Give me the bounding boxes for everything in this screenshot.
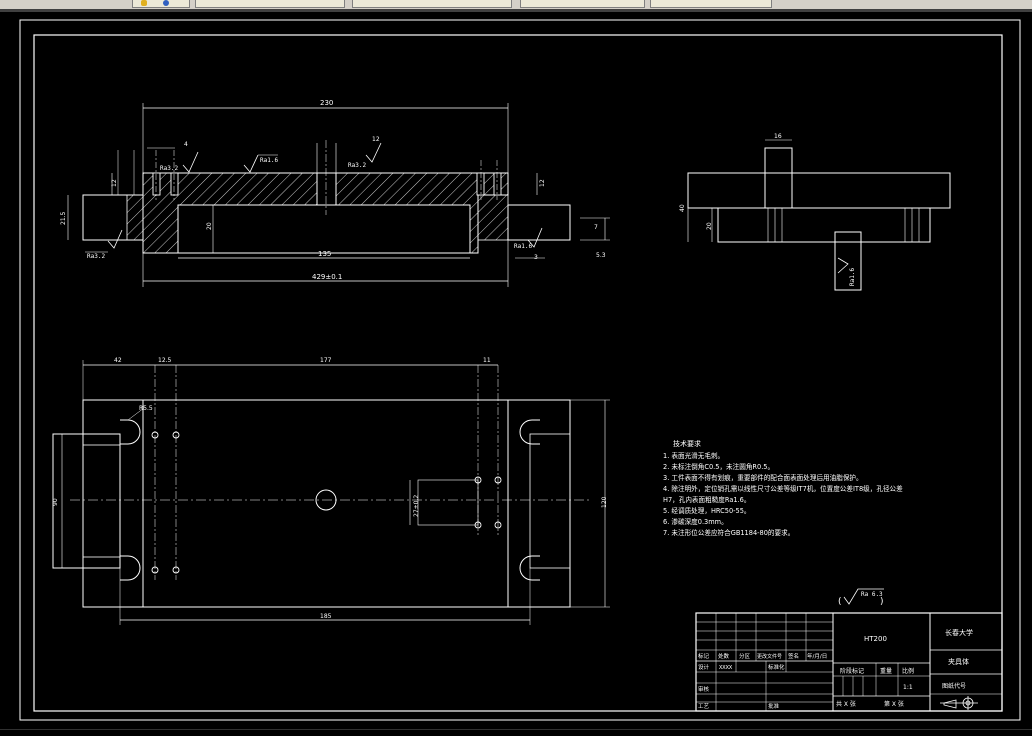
dim-top-12-5: 12.5 (158, 357, 172, 364)
roughness-symbol: Ra1.6 (512, 227, 543, 250)
row-label: 年/月/日 (807, 652, 827, 660)
tech-item: H7，孔内表面粗糙度Ra1.6。 (663, 495, 750, 504)
scale-label: 比例 (902, 667, 914, 675)
dim-small-left: 4 (184, 141, 188, 148)
design-label: 设计 (698, 663, 710, 671)
tech-item: 2. 未标注倒角C0.5，未注圆角R0.5。 (663, 462, 774, 471)
roughness-side: Ra1.6 (849, 268, 856, 286)
weight-label: 重量 (880, 667, 892, 675)
dim-top-r5-5: R5.5 (139, 405, 153, 412)
title-block-text: HT200 长春大学 夹具体 图纸代号 阶段标记 重量 比例 1:1 标记 处数… (698, 628, 978, 710)
svg-text:): ) (880, 597, 884, 607)
row-label: 更改文件号 (757, 653, 782, 660)
dim-hole-width: 12 (372, 136, 380, 143)
roughness-symbol: Ra1.6 (243, 154, 278, 173)
outer-frame (19, 19, 1021, 721)
roughness-symbol: Ra1.6 (837, 257, 856, 286)
dim-top-120: 120 (601, 496, 608, 508)
standard-label: 标准化 (768, 663, 785, 671)
row-label: 签名 (788, 652, 799, 660)
school-name: 长春大学 (945, 628, 973, 637)
scale-value: 1:1 (903, 684, 913, 691)
side-view: 16 40 20 Ra1.6 (679, 133, 951, 291)
dim-h-right: 12 (539, 179, 546, 187)
projection-symbol-icon (940, 696, 978, 710)
design-value: XXXX (719, 665, 733, 671)
roughness-label-1: Ra3.2 (160, 165, 178, 172)
stage-label: 阶段标记 (840, 667, 864, 675)
sheet-number: 第 X 张 (884, 700, 904, 708)
inner-frame (33, 34, 1003, 712)
dim-top-90: 90 (52, 498, 59, 506)
tech-item: 5. 经调质处理，HRC50-55。 (663, 506, 751, 515)
dim-right-7: 7 (594, 224, 598, 231)
layer-dropdown-4[interactable] (650, 0, 772, 8)
row-label: 处数 (718, 652, 730, 660)
dim-top-27: 27±0.2 (413, 495, 420, 517)
process-label: 工艺 (698, 703, 710, 710)
dim-h-left: 12 (111, 179, 118, 187)
layer-dropdown-2[interactable] (352, 0, 512, 8)
tech-item: 3. 工件表面不得有划痕，重要部件的配合面表面处理后用油脂保护。 (663, 473, 863, 482)
review-label: 审核 (698, 685, 710, 693)
top-view: 42 12.5 177 11 R5.5 90 27±0.2 120 185 (52, 357, 610, 625)
tech-item: 7. 未注形位公差应符合GB1184-80的要求。 (663, 528, 794, 537)
technical-requirements: 技术要求 1. 表面光滑无毛刺。 2. 未标注倒角C0.5，未注圆角R0.5。 … (663, 439, 903, 537)
svg-text:(: ( (838, 597, 842, 607)
dim-h-body: 20 (206, 222, 213, 230)
roughness-label-5: Ra1.6 (514, 243, 532, 250)
row-label: 分区 (739, 652, 751, 660)
drawing-number-label: 图纸代号 (942, 682, 966, 690)
roughness-symbol: Ra3.2 (348, 142, 382, 169)
dim-overall-bottom: 429±0.1 (312, 273, 342, 281)
title-block (695, 612, 1003, 712)
overall-roughness-label: Ra 6.3 (861, 591, 883, 598)
sphere-icon (163, 0, 169, 6)
toolbar-button[interactable] (132, 0, 190, 8)
dim-h-total: 21.5 (60, 211, 67, 225)
layer-dropdown-3[interactable] (520, 0, 645, 8)
dim-right-3: 3 (534, 254, 538, 261)
status-strip (0, 729, 1032, 736)
front-section-view: 230 12 4 12 12 (60, 99, 610, 287)
dim-side-top: 16 (774, 133, 782, 140)
dim-inner-span: 135 (318, 250, 331, 258)
layer-icon (141, 0, 147, 6)
roughness-symbol: Ra3.2 (160, 151, 199, 173)
approve-label: 批准 (768, 702, 780, 710)
dim-right-5-3: 5.3 (596, 252, 606, 259)
dim-top-185: 185 (320, 613, 332, 620)
roughness-label-3: Ra3.2 (348, 162, 366, 169)
tech-item: 6. 渗碳深度0.3mm。 (663, 517, 728, 526)
layer-dropdown-1[interactable] (195, 0, 345, 8)
sheets-total: 共 X 张 (836, 700, 856, 708)
overall-roughness: ( Ra 6.3 ) (838, 588, 884, 607)
tech-title: 技术要求 (673, 439, 701, 448)
dim-overall-top: 230 (320, 99, 333, 107)
tech-item: 1. 表面光滑无毛刺。 (663, 451, 724, 460)
dim-top-177: 177 (320, 357, 332, 364)
dim-side-20: 20 (706, 222, 713, 230)
roughness-label-2: Ra1.6 (260, 157, 278, 164)
roughness-symbol: Ra3.2 (85, 229, 123, 260)
dim-top-42: 42 (114, 357, 122, 364)
material: HT200 (864, 635, 887, 643)
cad-drawing-canvas[interactable]: 230 12 4 12 12 (0, 12, 1032, 729)
dim-side-40: 40 (679, 204, 686, 212)
dim-top-11: 11 (483, 357, 491, 364)
roughness-label-4: Ra3.2 (87, 253, 105, 260)
part-name: 夹具体 (948, 657, 969, 666)
canvas-top-edge (0, 9, 1032, 12)
row-label: 标记 (698, 652, 710, 660)
tech-item: 4. 除注明外，定位销孔需以线性尺寸公差等级IT7机，位置度公差IT8级，孔径公… (663, 484, 903, 493)
